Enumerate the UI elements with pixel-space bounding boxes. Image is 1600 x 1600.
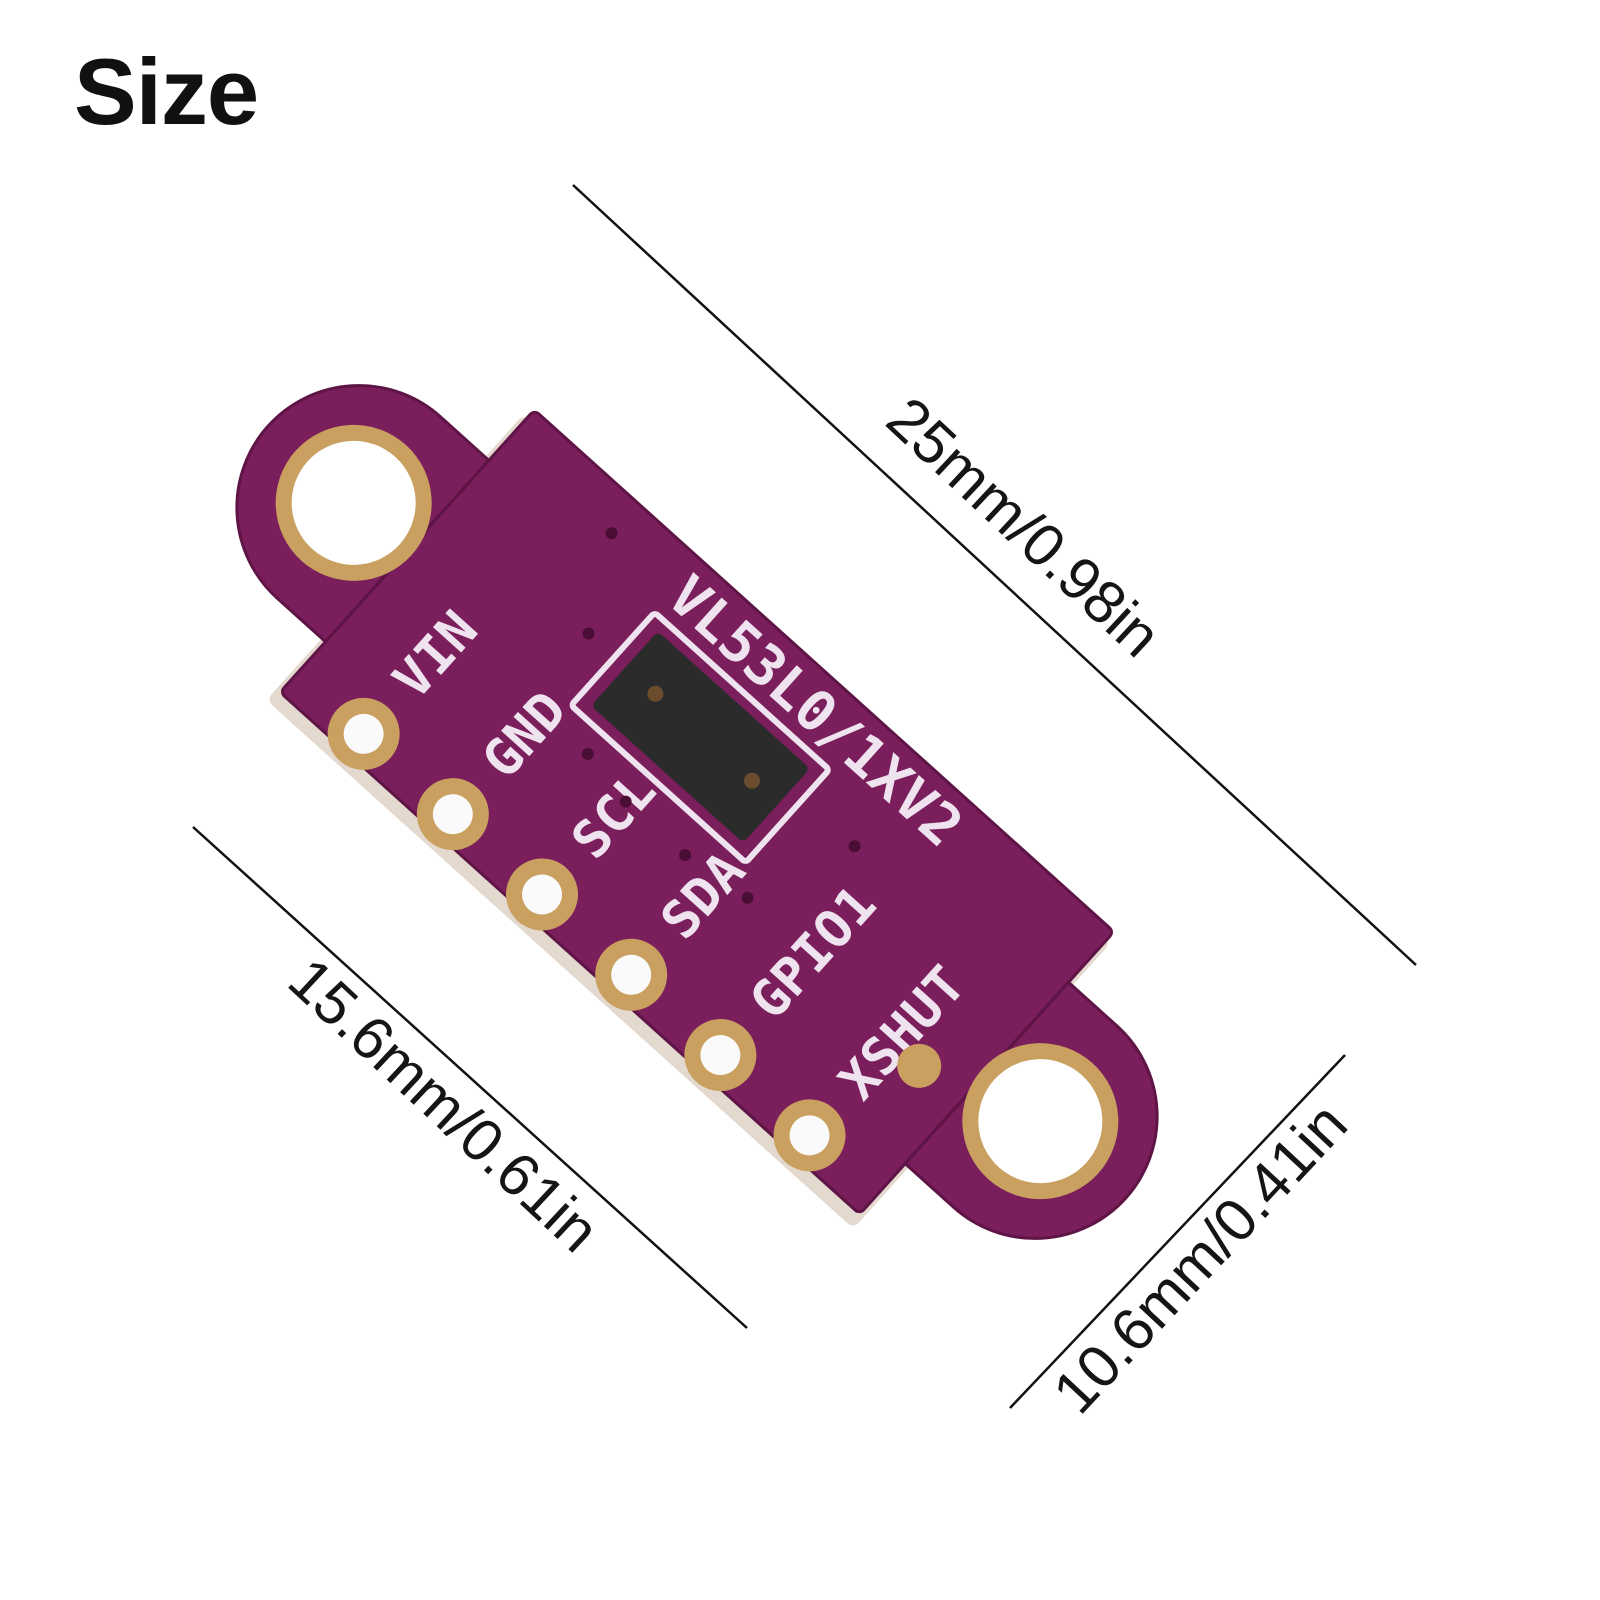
pin-hole — [611, 954, 652, 995]
chip-emitter — [647, 685, 664, 702]
via — [581, 747, 594, 760]
board-width-dimension-label: 15.6mm/0.61in — [276, 945, 612, 1265]
mounting-hole-left-bore — [291, 440, 416, 565]
board-width-dimension-line — [192, 826, 748, 1329]
header-pin-row — [327, 697, 846, 1172]
tab-width-dimension-line — [1009, 1054, 1346, 1409]
sensor-chip-outline — [569, 611, 831, 864]
via — [582, 627, 595, 640]
sensor-board: VIN GND SCL SDA GPIO1 XSHUT VL53L0/1XV2 — [235, 384, 1159, 1240]
length-dimension-line — [572, 184, 1417, 966]
sensor-chip — [593, 633, 808, 841]
page-title: Size — [74, 39, 259, 144]
via — [679, 849, 692, 862]
mounting-hole-right-bore — [978, 1059, 1103, 1184]
via — [605, 527, 618, 540]
pin-hole — [700, 1035, 741, 1076]
pin-hole — [432, 794, 473, 835]
test-pad — [897, 1043, 942, 1088]
via — [741, 891, 754, 904]
chip-receiver — [744, 772, 761, 789]
length-dimension-label: 25mm/0.98in — [874, 384, 1173, 670]
pin-hole — [343, 713, 384, 754]
via — [848, 840, 861, 853]
pin-hole — [522, 874, 563, 915]
via — [619, 795, 632, 808]
pin-hole — [789, 1115, 830, 1156]
